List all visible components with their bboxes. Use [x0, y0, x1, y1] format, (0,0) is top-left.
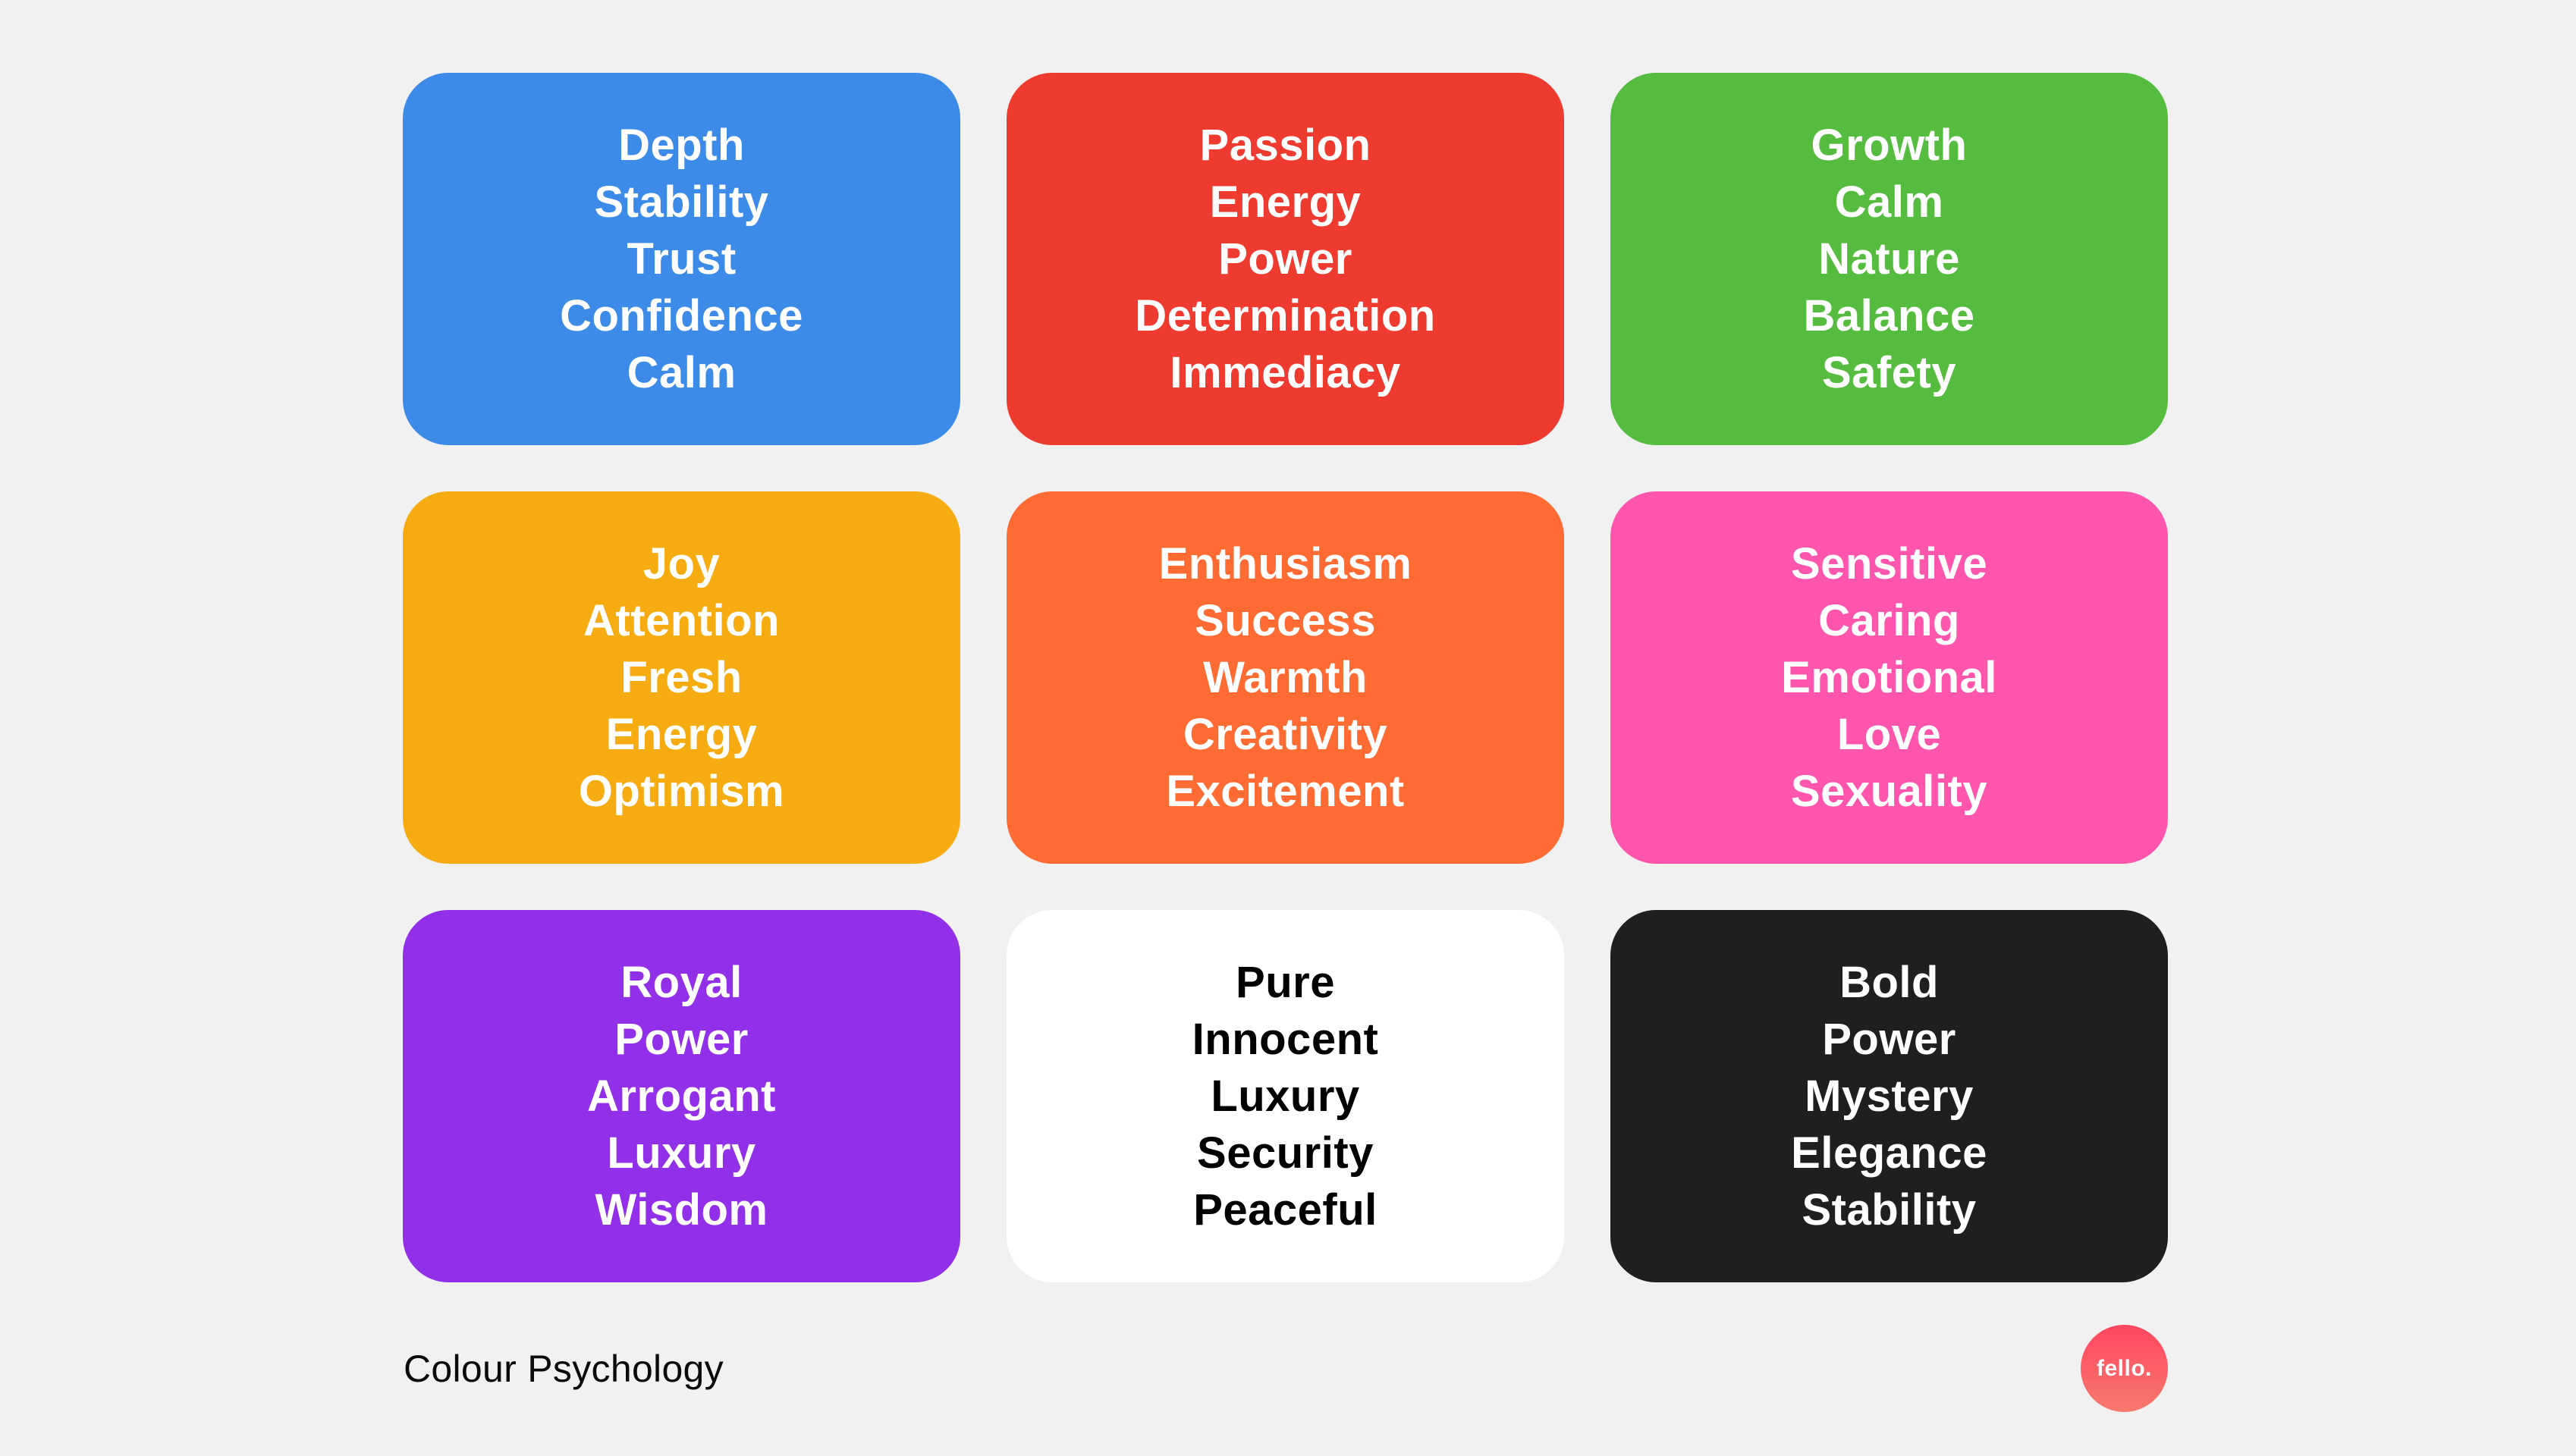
colour-card-grid: Depth Stability Trust Confidence Calm Pa…	[403, 73, 2168, 1282]
card-pink: Sensitive Caring Emotional Love Sexualit…	[1610, 491, 2168, 864]
card-word: Innocent	[1192, 1015, 1379, 1064]
card-word: Confidence	[560, 291, 803, 340]
card-word: Arrogant	[587, 1072, 776, 1121]
card-word: Energy	[1209, 177, 1362, 227]
card-word: Calm	[627, 348, 737, 397]
card-word: Balance	[1803, 291, 1975, 340]
card-black: Bold Power Mystery Elegance Stability	[1610, 910, 2168, 1282]
logo-text: fello.	[2096, 1355, 2152, 1381]
fello-logo: fello.	[2081, 1325, 2168, 1412]
card-word: Caring	[1818, 596, 1960, 645]
card-word: Pure	[1236, 958, 1335, 1007]
card-word: Peaceful	[1193, 1185, 1378, 1235]
card-word: Calm	[1834, 177, 1944, 227]
card-word: Determination	[1135, 291, 1436, 340]
card-word: Depth	[618, 121, 745, 170]
card-white: Pure Innocent Luxury Security Peaceful	[1007, 910, 1564, 1282]
card-yellow: Joy Attention Fresh Energy Optimism	[403, 491, 960, 864]
card-word: Power	[1218, 234, 1352, 284]
card-word: Excitement	[1166, 767, 1405, 816]
card-orange: Enthusiasm Success Warmth Creativity Exc…	[1007, 491, 1564, 864]
card-word: Fresh	[620, 653, 743, 702]
card-green: Growth Calm Nature Balance Safety	[1610, 73, 2168, 445]
page-title: Colour Psychology	[404, 1348, 724, 1390]
card-word: Success	[1195, 596, 1376, 645]
card-word: Luxury	[607, 1128, 756, 1178]
card-word: Luxury	[1211, 1072, 1360, 1121]
card-purple: Royal Power Arrogant Luxury Wisdom	[403, 910, 960, 1282]
card-word: Bold	[1839, 958, 1939, 1007]
card-word: Sensitive	[1790, 539, 1988, 588]
card-word: Elegance	[1791, 1128, 1987, 1178]
card-word: Sexuality	[1790, 767, 1988, 816]
card-word: Wisdom	[595, 1185, 768, 1235]
card-word: Joy	[642, 539, 721, 588]
card-word: Energy	[605, 710, 758, 759]
card-word: Passion	[1199, 121, 1371, 170]
card-word: Stability	[594, 177, 769, 227]
card-word: Attention	[583, 596, 780, 645]
card-word: Power	[1822, 1015, 1956, 1064]
card-word: Stability	[1802, 1185, 1977, 1235]
card-word: Emotional	[1781, 653, 1997, 702]
card-word: Power	[614, 1015, 749, 1064]
card-word: Optimism	[578, 767, 785, 816]
card-word: Immediacy	[1170, 348, 1401, 397]
card-word: Nature	[1818, 234, 1960, 284]
card-word: Trust	[627, 234, 737, 284]
card-word: Growth	[1811, 121, 1968, 170]
card-word: Warmth	[1203, 653, 1368, 702]
card-word: Security	[1197, 1128, 1374, 1178]
card-blue: Depth Stability Trust Confidence Calm	[403, 73, 960, 445]
card-word: Safety	[1821, 348, 1957, 397]
card-word: Love	[1836, 710, 1942, 759]
card-word: Enthusiasm	[1158, 539, 1412, 588]
card-word: Creativity	[1183, 710, 1388, 759]
card-red: Passion Energy Power Determination Immed…	[1007, 73, 1564, 445]
card-word: Mystery	[1805, 1072, 1974, 1121]
card-word: Royal	[620, 958, 743, 1007]
